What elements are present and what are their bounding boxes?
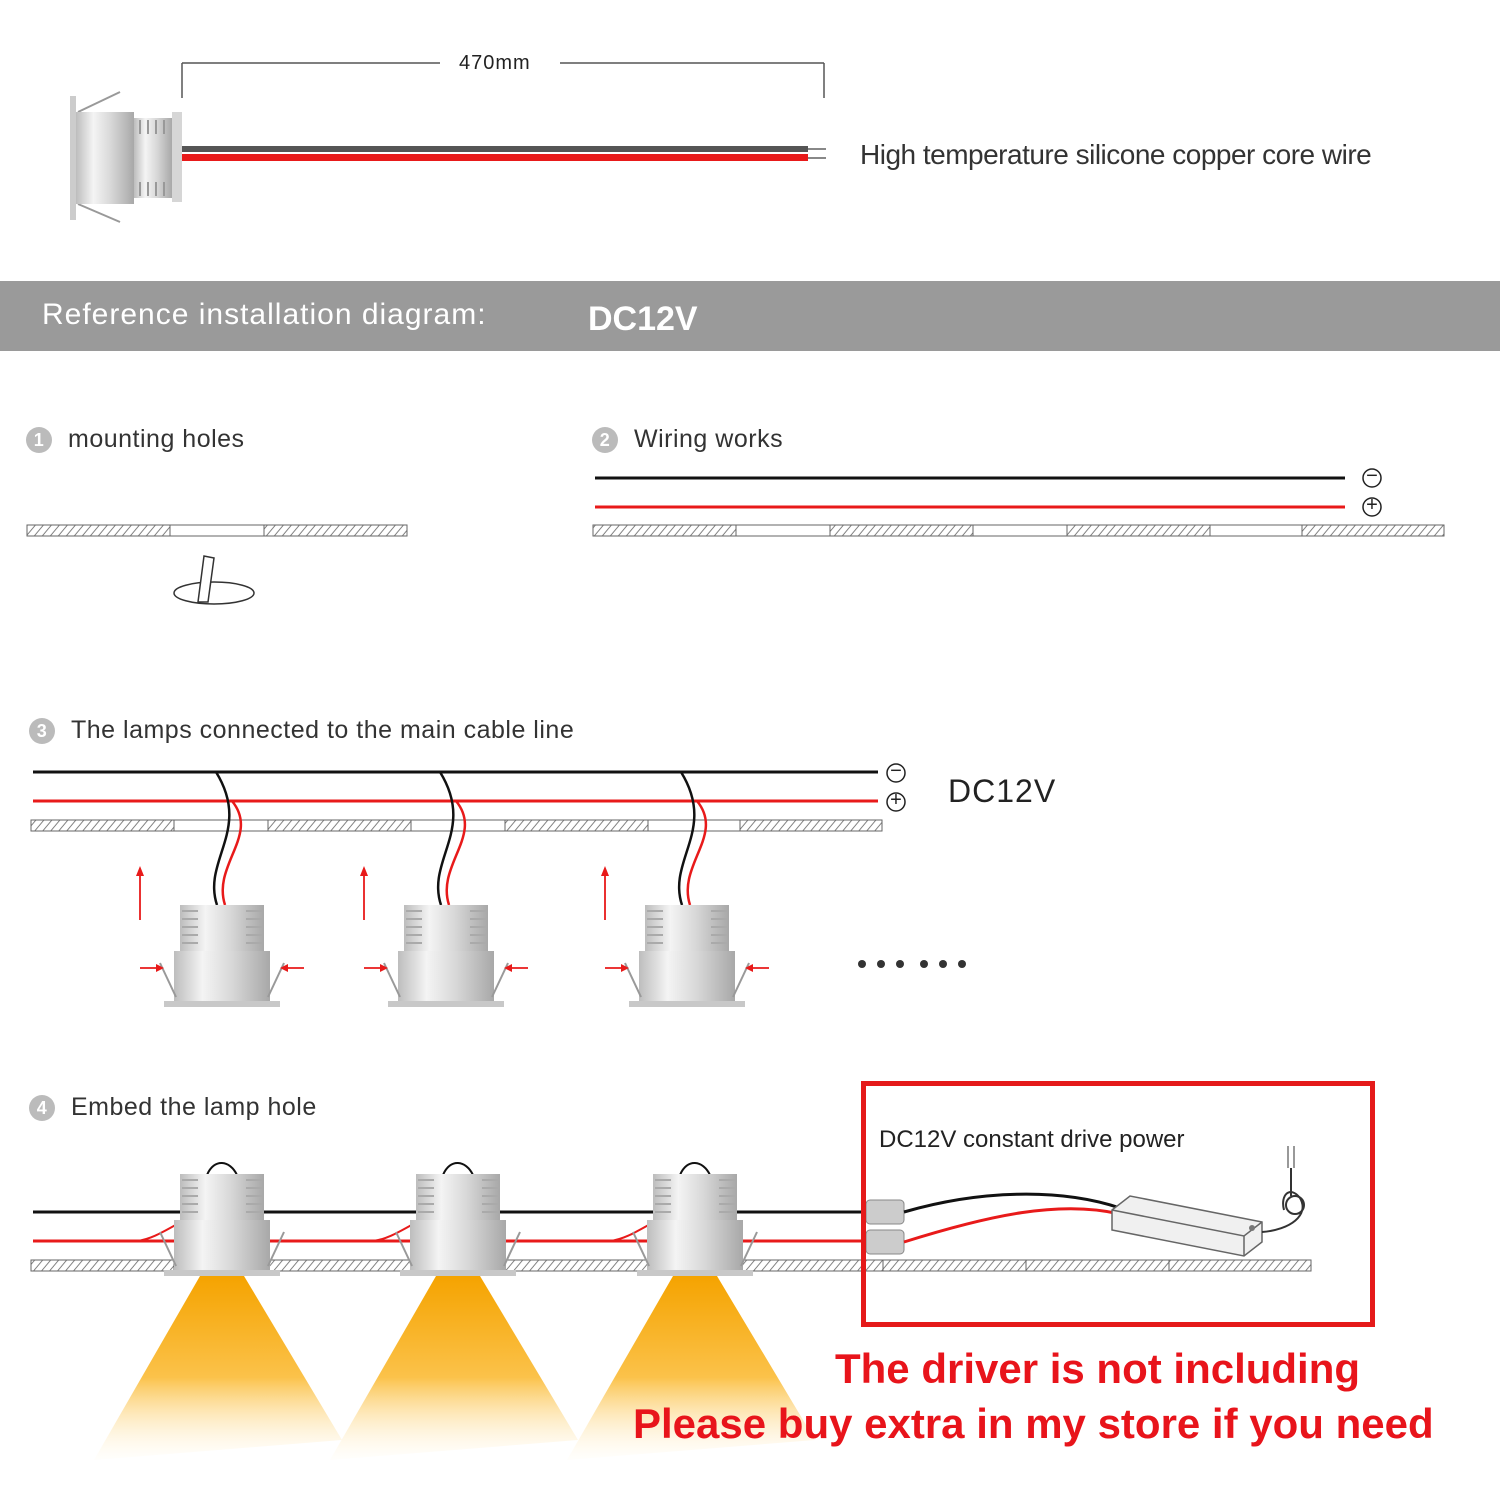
silicone-wire-pair (182, 146, 826, 161)
ceiling-board-step3 (30, 819, 883, 832)
positive-symbol: + (1366, 494, 1378, 516)
negative-symbol: − (890, 760, 902, 782)
dimension-label: 470mm (459, 52, 531, 74)
light-beam (94, 1276, 342, 1460)
step3-voltage-label: DC12V (948, 773, 1057, 809)
lamp-side-view (70, 91, 182, 223)
driver-label: DC12V constant drive power (879, 1126, 1185, 1153)
driver-output-wires (903, 1192, 1121, 1244)
negative-symbol: − (1366, 465, 1378, 487)
polarity-positive-icon-step3 (886, 792, 906, 812)
step-number-badge: 3 (29, 718, 55, 745)
downlight-icon (159, 1174, 285, 1276)
lamp-assembly (360, 771, 528, 1007)
step-4-heading: 4 Embed the lamp hole (29, 1093, 317, 1122)
lamp-assembly (136, 771, 304, 1007)
dimension-marker (181, 62, 825, 98)
step-number-badge: 2 (592, 427, 618, 454)
wire-description: High temperature silicone copper core wi… (860, 139, 1372, 170)
embedded-lamp (372, 1162, 521, 1276)
downlight-icon (383, 905, 509, 1007)
step-3-heading: 3 The lamps connected to the main cable l… (29, 716, 574, 745)
downlight-icon (395, 1174, 521, 1276)
ceiling-board-step1 (26, 524, 408, 537)
light-beam (330, 1276, 578, 1460)
step-1-heading: 1 mounting holes (26, 425, 245, 454)
main-cable-step2 (595, 476, 1345, 509)
step4-lamps (136, 1162, 758, 1276)
light-beam (567, 1276, 815, 1460)
step3-lamps (136, 771, 769, 1007)
notice-line-1: The driver is not including (835, 1345, 1361, 1392)
downlight-icon (159, 905, 285, 1007)
lamp-assembly (601, 771, 769, 1007)
polarity-positive-icon-step2 (1362, 497, 1382, 517)
section-banner (0, 281, 1500, 351)
step-number-badge: 1 (26, 427, 52, 454)
downlight-icon (624, 905, 750, 1007)
step-label: Embed the lamp hole (71, 1093, 317, 1121)
embedded-lamp (136, 1162, 285, 1276)
banner-title: Reference installation diagram: (42, 298, 487, 331)
step-2-heading: 2 Wiring works (592, 425, 783, 454)
step-label: The lamps connected to the main cable li… (71, 716, 575, 744)
embedded-lamp (609, 1162, 758, 1276)
notice-line-2: Please buy extra in my store if you need (633, 1400, 1434, 1447)
polarity-negative-icon-step3 (886, 763, 906, 783)
step-label: Wiring works (634, 425, 784, 453)
driver-highlight-box (861, 1081, 1375, 1327)
polarity-negative-icon-step2 (1362, 468, 1382, 488)
power-plug-icon (1261, 1146, 1305, 1233)
downlight-icon (632, 1174, 758, 1276)
positive-symbol: + (890, 789, 902, 811)
step-number-badge: 4 (29, 1095, 55, 1122)
driver-unit-icon (1111, 1195, 1263, 1257)
main-cable-step3 (33, 770, 878, 803)
step-label: mounting holes (68, 425, 245, 453)
continuation-dots (858, 960, 966, 968)
ceiling-board-step2 (592, 524, 1445, 537)
light-beams (94, 1276, 815, 1460)
hole-saw-icon (173, 555, 255, 605)
banner-voltage: DC12V (588, 300, 698, 338)
